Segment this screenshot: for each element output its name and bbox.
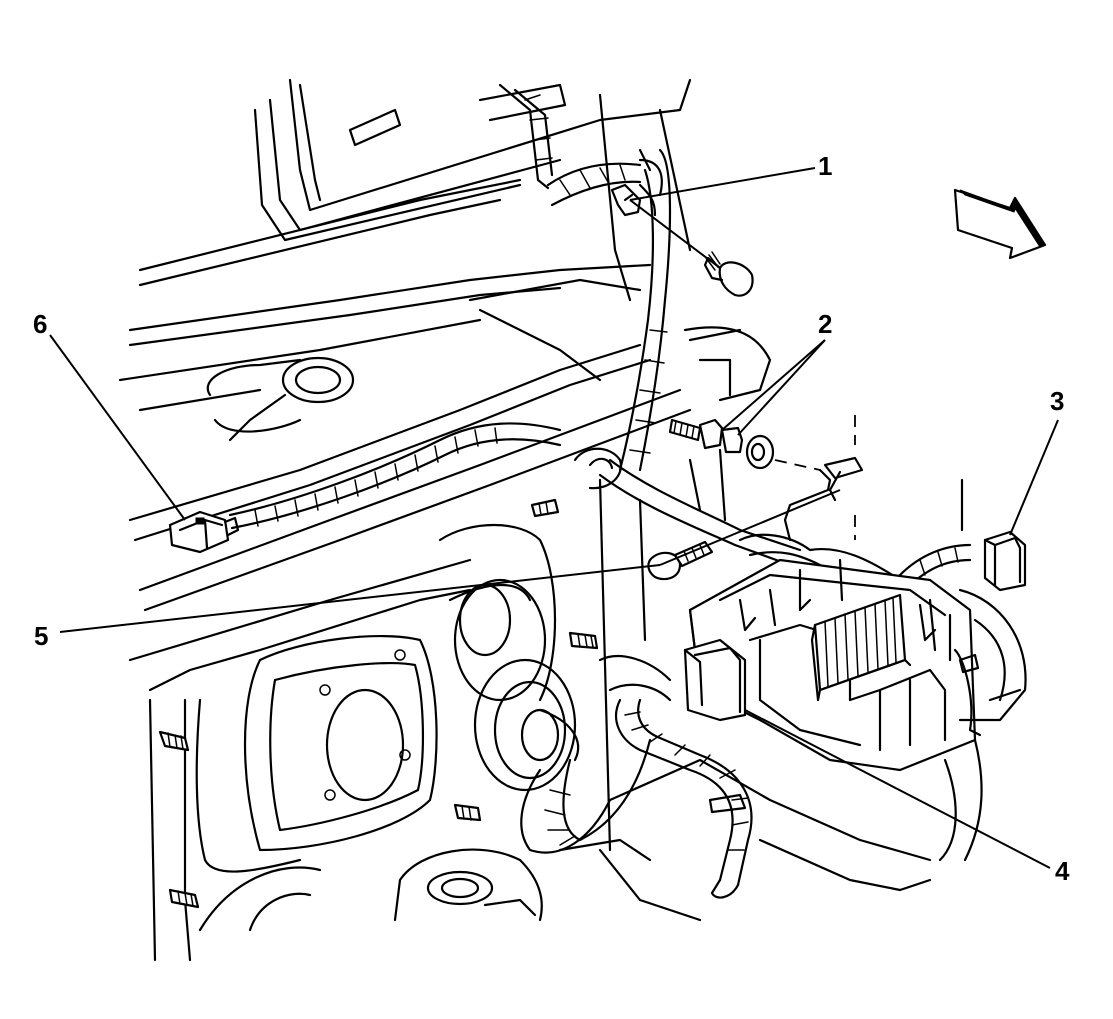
- small-studs: [158, 447, 623, 909]
- callout-3: 3: [1050, 386, 1064, 416]
- callout-5: 5: [34, 621, 48, 651]
- connector-6: [168, 510, 240, 554]
- upper-body-panel: [118, 78, 692, 433]
- grommet: [473, 658, 580, 792]
- harness-front-loop: [520, 738, 652, 854]
- junction-block: [688, 558, 1027, 892]
- cross-member: [128, 278, 692, 662]
- lower-door-panel: [148, 524, 557, 962]
- body-oval-cutout: [228, 356, 355, 442]
- connector-4: [683, 638, 747, 722]
- stud-2-assembly: [668, 415, 864, 542]
- harness-lower: [598, 458, 972, 899]
- forward-arrow-icon: [953, 188, 1047, 260]
- callout-2: 2: [818, 309, 832, 339]
- floor-pan: [198, 758, 932, 932]
- callout-labels: 1 2 3 4 5 6: [33, 151, 1070, 886]
- leader-lines: [49, 167, 1059, 869]
- harness-upper: [498, 83, 672, 472]
- bolt-1: [610, 183, 754, 297]
- callout-1: 1: [818, 151, 832, 181]
- callout-4: 4: [1055, 856, 1070, 886]
- pillar-bracket: [598, 326, 772, 852]
- connector-3: [960, 478, 1027, 592]
- callout-6: 6: [33, 309, 47, 339]
- harness-to-connector-6: [228, 422, 562, 530]
